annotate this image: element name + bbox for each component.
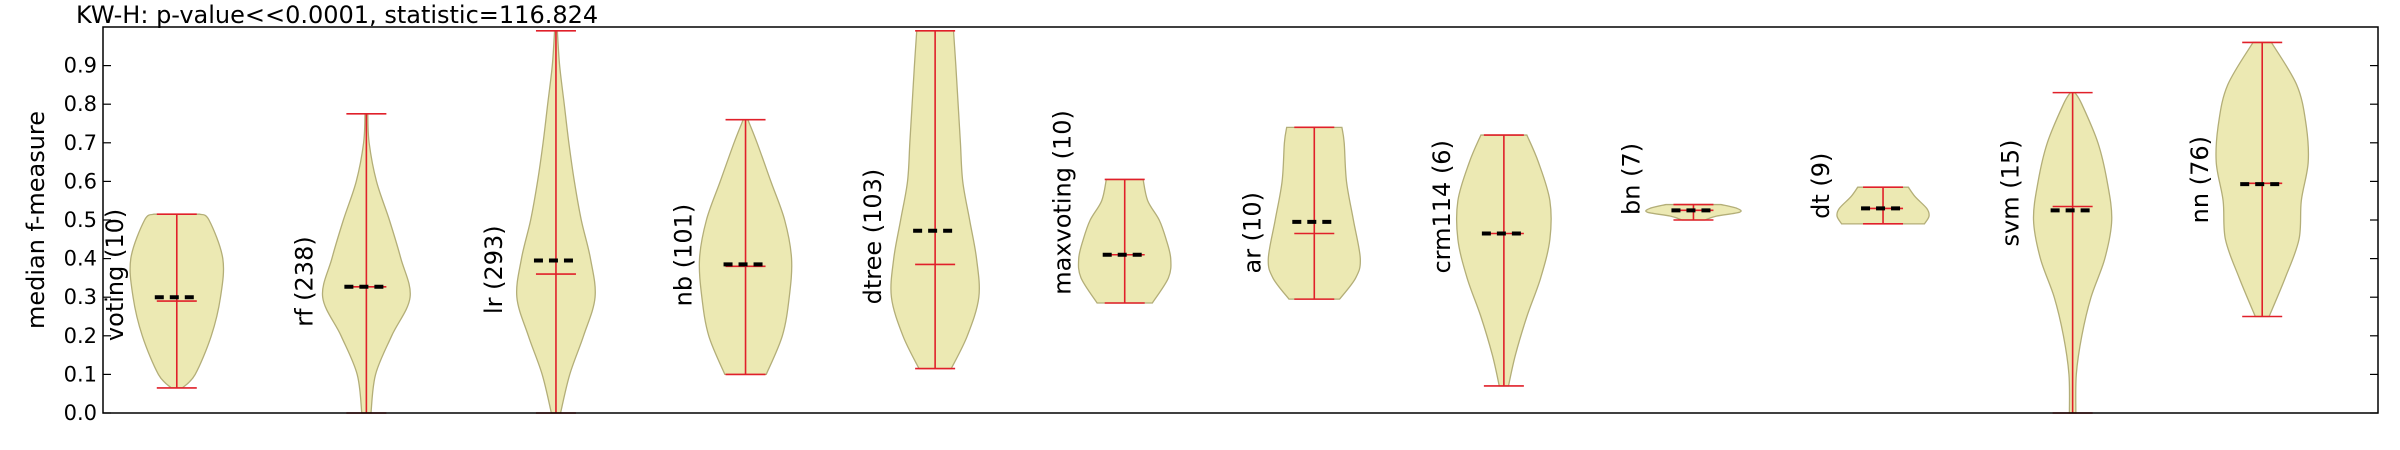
violin-group: dtree (103) bbox=[859, 30, 980, 370]
violin-label: dtree (103) bbox=[859, 169, 887, 305]
y-tick-label: 0.8 bbox=[64, 92, 97, 116]
violin-label: maxvoting (10) bbox=[1049, 110, 1077, 295]
violin-label: nn (76) bbox=[2186, 136, 2214, 223]
violin-label: bn (7) bbox=[1617, 143, 1645, 215]
plot-frame bbox=[102, 26, 2379, 414]
violin-label: crm114 (6) bbox=[1428, 140, 1456, 273]
y-tick-label: 0.0 bbox=[64, 401, 97, 425]
y-tick-label: 0.4 bbox=[64, 247, 97, 271]
violin-label: dt (9) bbox=[1807, 153, 1835, 219]
violin-group: ar (10) bbox=[1238, 126, 1361, 300]
chart-title: KW-H: p-value<<0.0001, statistic=116.824 bbox=[76, 1, 598, 29]
y-tick-label: 0.5 bbox=[64, 208, 97, 232]
violin-group: lr (293) bbox=[480, 30, 596, 414]
plot-area: voting (10) rf (238) lr (293) nb (101) dtree… bbox=[101, 30, 2310, 414]
y-tick-label: 0.1 bbox=[64, 362, 97, 386]
violin-group: crm114 (6) bbox=[1428, 134, 1552, 387]
violin-label: voting (10) bbox=[101, 209, 129, 341]
violin-group: rf (238) bbox=[290, 113, 411, 414]
violin-group: voting (10) bbox=[101, 209, 225, 389]
violin-group: bn (7) bbox=[1617, 143, 1742, 221]
violin-label: svm (15) bbox=[1997, 140, 2025, 247]
violin-group: maxvoting (10) bbox=[1049, 110, 1172, 304]
y-tick-label: 0.2 bbox=[64, 324, 97, 348]
violin-label: nb (101) bbox=[670, 204, 698, 307]
y-tick-label: 0.3 bbox=[64, 285, 97, 309]
violin-label: ar (10) bbox=[1238, 192, 1266, 273]
violin-group: nb (101) bbox=[670, 118, 793, 376]
violin-group: nn (76) bbox=[2186, 41, 2310, 318]
y-axis: 0.0 0.1 0.2 0.3 0.4 0.5 0.6 0.7 0.8 0.9 bbox=[64, 54, 2378, 425]
violin-label: lr (293) bbox=[480, 225, 508, 314]
y-tick-label: 0.9 bbox=[64, 54, 97, 78]
violin-group: dt (9) bbox=[1807, 153, 1930, 225]
y-tick-label: 0.6 bbox=[64, 169, 97, 193]
violin-group: svm (15) bbox=[1997, 91, 2113, 414]
violin-label: rf (238) bbox=[290, 236, 318, 326]
y-tick-label: 0.7 bbox=[64, 131, 97, 155]
y-axis-label: median f-measure bbox=[22, 111, 50, 329]
